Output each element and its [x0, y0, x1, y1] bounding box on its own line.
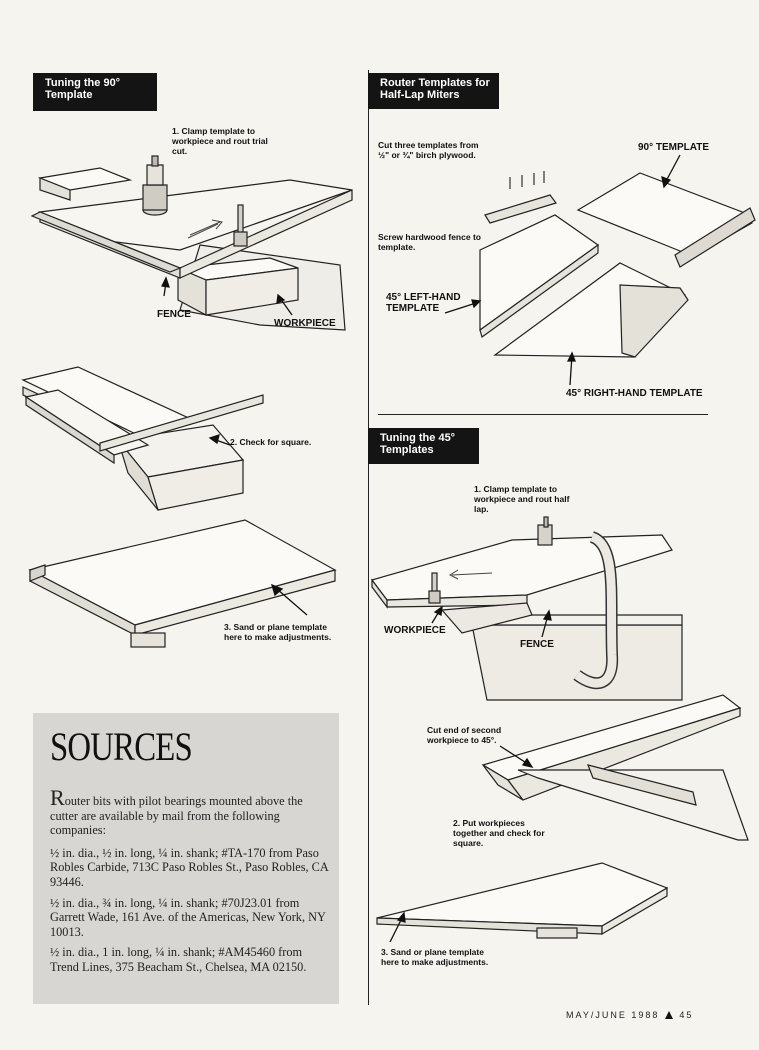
illustration-sand-template: [28, 519, 337, 648]
header-router-templates: Router Templates for Half-Lap Miters: [368, 73, 499, 109]
intro-text: outer bits with pilot bearings mounted a…: [50, 794, 303, 838]
page-folio: MAY/JUNE 1988 45: [566, 1010, 693, 1020]
header-line: Template: [45, 89, 93, 101]
drop-cap: R: [50, 785, 65, 810]
illustration-rout-trial-cut: [30, 155, 353, 331]
caption-line: 2. Put workpieces: [453, 818, 525, 828]
caption-line: workpiece to 45°.: [427, 735, 497, 745]
label-45-right-hand: 45° RIGHT-HAND TEMPLATE: [566, 388, 703, 399]
sources-box: SOURCES Router bits with pilot bearings …: [33, 713, 339, 1004]
header-line: Router Templates for: [380, 77, 490, 89]
caption-line: workpiece and rout trial: [172, 136, 268, 146]
label-line: TEMPLATE: [386, 303, 440, 314]
header-tuning-90: Tuning the 90° Template: [33, 73, 157, 111]
header-line: Tuning the 45°: [380, 432, 456, 444]
caption-line: Cut three templates from: [378, 140, 479, 150]
illustration-rout-half-lap: [370, 516, 683, 701]
sources-intro: Router bits with pilot bearings mounted …: [50, 787, 329, 838]
caption-line: 3. Sand or plane template: [224, 622, 327, 632]
page-number: 45: [679, 1010, 694, 1020]
caption-line: cut.: [172, 146, 188, 156]
caption-line: 3. Sand or plane template: [381, 947, 484, 957]
caption-line: Screw hardwood fence to: [378, 232, 481, 242]
illustration-check-square: [21, 366, 264, 511]
label-fence: FENCE: [157, 309, 191, 320]
caption-cut-end: Cut end of second workpiece to 45°.: [427, 725, 501, 745]
column-divider: [368, 70, 369, 1005]
caption-screw-fence: Screw hardwood fence to template.: [378, 232, 481, 252]
caption-line: 1. Clamp template to: [474, 484, 558, 494]
header-line: Templates: [380, 444, 434, 456]
label-fence-45: FENCE: [520, 639, 554, 650]
sources-title: SOURCES: [50, 724, 193, 769]
illustration-workpieces-square: [481, 694, 749, 841]
illustration-sand-45-template: [376, 862, 669, 943]
issue-date: MAY/JUNE 1988: [566, 1010, 660, 1020]
caption-cut-templates: Cut three templates from ½" or ¾" birch …: [378, 140, 479, 160]
caption-line: lap.: [474, 504, 489, 514]
caption-line: workpiece and rout half: [474, 494, 570, 504]
label-line: 45° LEFT-HAND: [386, 292, 461, 303]
caption-line: Cut end of second: [427, 725, 502, 735]
header-line: Half-Lap Miters: [380, 89, 460, 101]
caption-line: 1. Clamp template to: [172, 126, 256, 136]
source-item: ½ in. dia., 1 in. long, ¼ in. shank; #AM…: [50, 945, 307, 974]
caption-step3-45: 3. Sand or plane template here to make a…: [381, 947, 488, 967]
caption-step1-45: 1. Clamp template to workpiece and rout …: [474, 484, 569, 514]
label-workpiece-45: WORKPIECE: [384, 625, 446, 636]
source-item: ½ in. dia., ¾ in. long, ¼ in. shank; #70…: [50, 895, 326, 939]
caption-line: here to make adjustments.: [224, 632, 332, 642]
header-line: Tuning the 90°: [45, 77, 121, 89]
caption-step2: 2. Check for square.: [230, 437, 312, 447]
caption-step2-45: 2. Put workpieces together and check for…: [453, 818, 545, 848]
label-workpiece: WORKPIECE: [274, 318, 336, 329]
label-90-template: 90° TEMPLATE: [638, 142, 710, 153]
caption-step1: 1. Clamp template to workpiece and rout …: [172, 126, 302, 156]
caption-step3: 3. Sand or plane template here to make a…: [224, 622, 331, 642]
caption-line: together and check for: [453, 828, 545, 838]
illustration-three-templates: [444, 154, 756, 386]
caption-line: ½" or ¾" birch plywood.: [378, 150, 476, 160]
caption-line: here to make adjustments.: [381, 957, 489, 967]
caption-line: square.: [453, 838, 484, 848]
triangle-icon: [665, 1011, 674, 1019]
section-divider: [378, 414, 708, 415]
header-tuning-45: Tuning the 45° Templates: [368, 428, 479, 464]
caption-line: template.: [378, 242, 416, 252]
source-item: ½ in. dia., ½ in. long, ¼ in. shank; #TA…: [50, 845, 329, 889]
label-45-left-hand: 45° LEFT-HAND TEMPLATE: [386, 292, 461, 314]
